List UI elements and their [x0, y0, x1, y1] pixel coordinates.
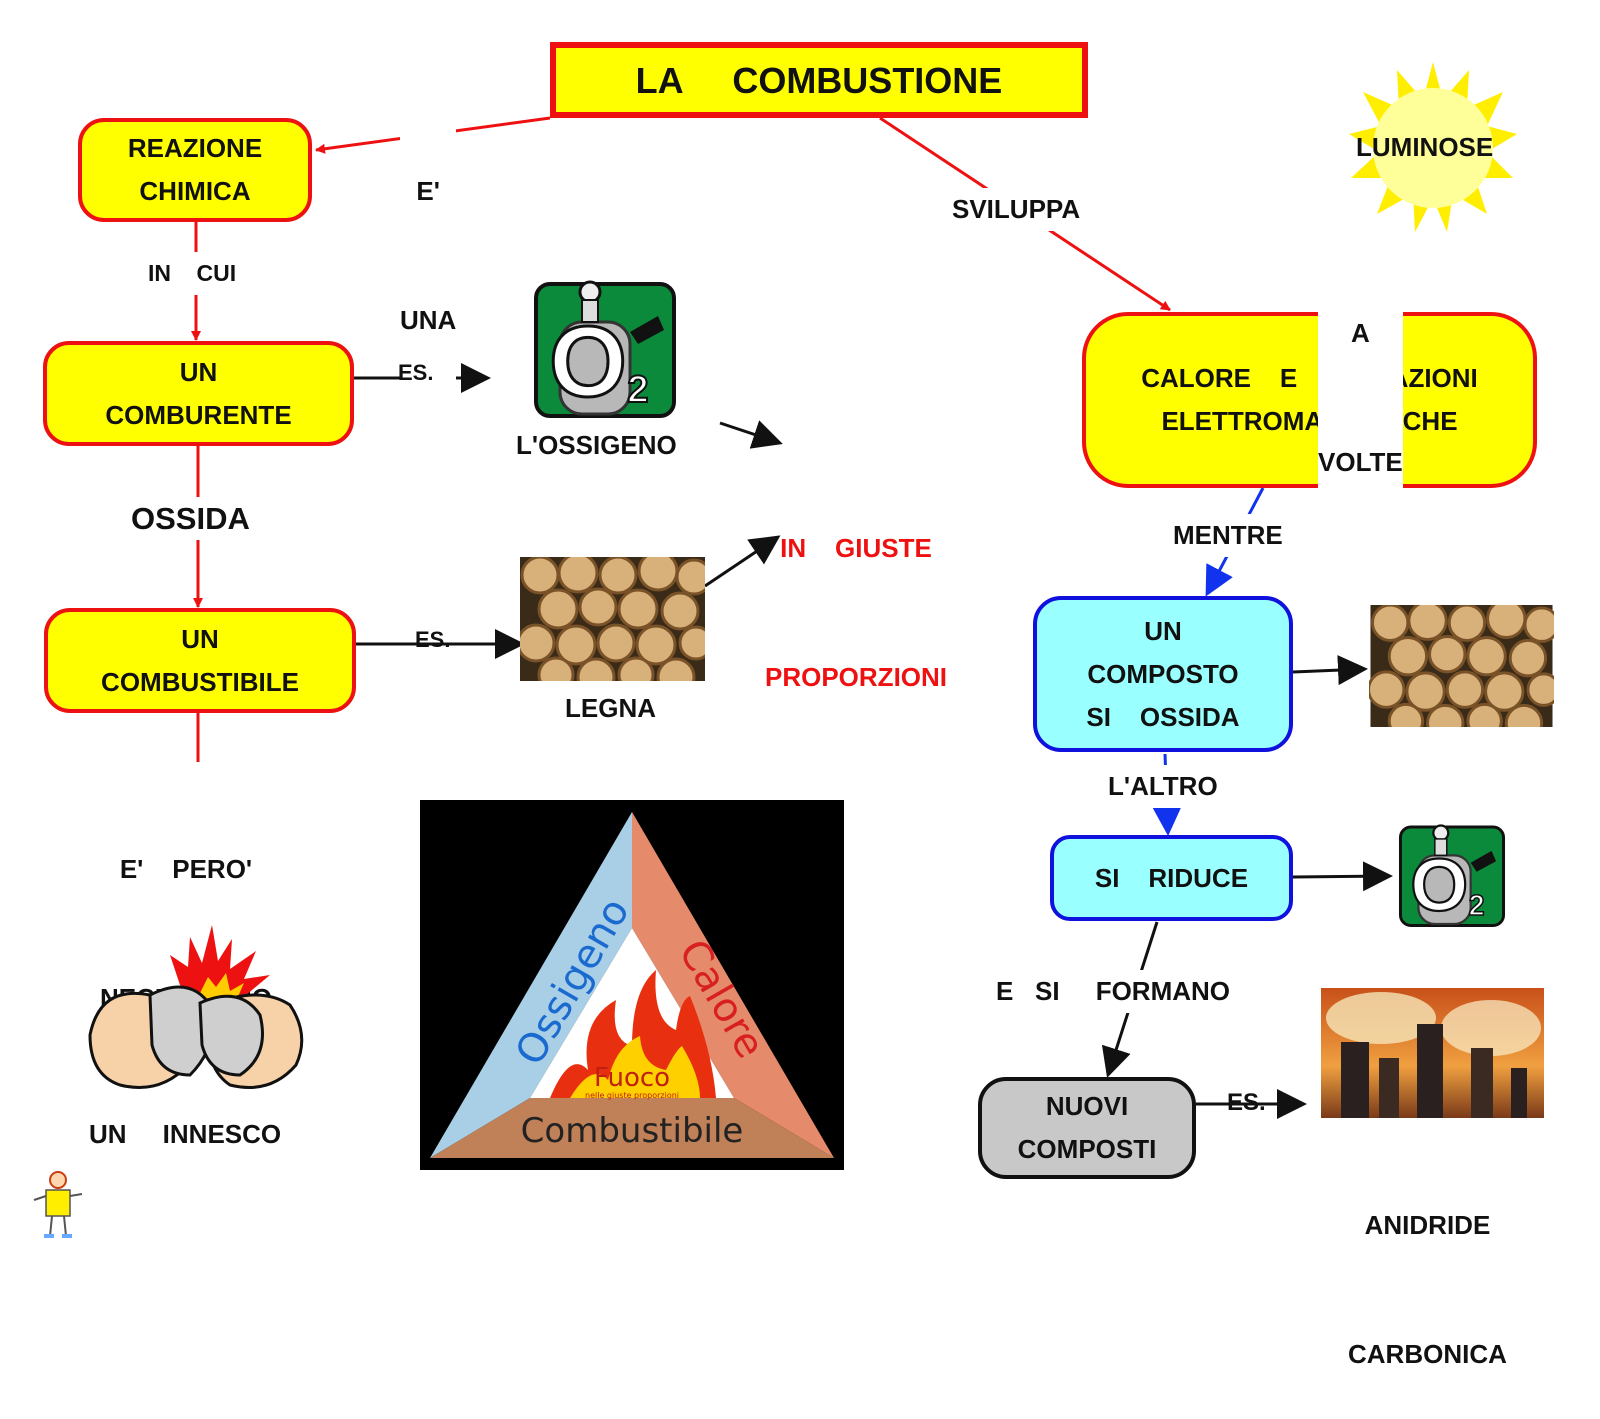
page-title: LA COMBUSTIONE — [635, 59, 1003, 101]
label-text: E' — [416, 176, 440, 206]
triangle-label-center: Fuoco — [594, 1063, 670, 1093]
node-combustibile: UN COMBUSTIBILE — [44, 608, 356, 713]
node-text: UN — [181, 623, 219, 654]
triangle-label-bottom: Combustibile — [521, 1111, 744, 1151]
label-sviluppa: SVILUPPA — [952, 188, 1081, 231]
label-text: E' PERO' — [119, 854, 253, 884]
sun-icon — [1349, 62, 1517, 232]
node-text: UN — [1144, 615, 1182, 646]
node-comburente: UN COMBURENTE — [43, 341, 354, 446]
label-text: VOLTE — [1318, 447, 1403, 477]
title-box: LA COMBUSTIONE — [550, 42, 1088, 118]
smokestacks-image — [1321, 988, 1544, 1118]
label-text: CARBONICA — [1348, 1339, 1507, 1369]
label-in-cui: IN CUI — [148, 252, 237, 295]
node-composto-ossida: UN COMPOSTO SI OSSIDA — [1033, 596, 1293, 752]
arrow-riduce-ossigeno — [1292, 861, 1393, 892]
innesco-fists-icon — [88, 925, 304, 1089]
node-text: COMPOSTO — [1087, 658, 1239, 689]
label-ossida: OSSIDA — [131, 497, 250, 540]
label-text: IN GIUSTE — [780, 533, 932, 563]
node-text: COMBUSTIBILE — [101, 666, 299, 697]
node-text: REAZIONE — [127, 133, 263, 163]
label-a-volte: A VOLTE — [1318, 226, 1403, 527]
svg-text:2: 2 — [1469, 890, 1485, 922]
caption-anidride-carbonica: ANIDRIDE CARBONICA — [1348, 1118, 1507, 1419]
triangle-fuel-side — [430, 1098, 834, 1158]
log-pile-image-right — [1369, 605, 1554, 727]
node-text: SI OSSIDA — [1086, 701, 1240, 732]
caption-luminose: LUMINOSE — [1356, 132, 1494, 162]
oxygen-cylinder-icon-small: O 2 — [1398, 824, 1506, 928]
label-laltro: L'ALTRO — [1108, 765, 1218, 808]
label-text: A — [1350, 318, 1370, 348]
node-text: CHIMICA — [139, 176, 251, 206]
label-es-nuovi: ES. — [1227, 1089, 1266, 1116]
caption-legna: LEGNA — [565, 693, 656, 723]
label-e-una: E' UNA — [400, 84, 457, 385]
node-text: NUOVI — [1045, 1091, 1129, 1121]
node-nuovi-composti: NUOVI COMPOSTI — [978, 1077, 1196, 1179]
node-calore-radiazioni: CALORE E RADIAZIONI ELETTROMAGNETICHE — [1082, 312, 1537, 488]
node-text: CALORE E RADIAZIONI — [1141, 363, 1478, 393]
fire-triangle-diagram: Ossigeno Calore Combustibile Fuoco nelle… — [420, 800, 844, 1170]
svg-text:2: 2 — [627, 369, 648, 411]
mascot-icon — [33, 1171, 83, 1238]
node-text: UN — [179, 356, 218, 387]
node-text: COMBURENTE — [105, 399, 292, 430]
triangle-oxygen-side — [430, 812, 632, 1158]
label-text: UNA — [400, 305, 457, 335]
log-pile-image — [520, 557, 705, 681]
node-text: COMPOSTI — [1017, 1134, 1157, 1164]
oxygen-cylinder-icon: O 2 — [534, 280, 676, 420]
label-giuste-proporzioni: IN GIUSTE PROPORZIONI — [765, 441, 947, 742]
caption-innesco: UN INNESCO — [89, 1119, 282, 1149]
node-si-riduce: SI RIDUCE — [1050, 835, 1293, 921]
svg-text:O: O — [549, 306, 627, 418]
node-text: SI RIDUCE — [1094, 862, 1249, 893]
label-es-combustibile: ES. — [415, 627, 451, 652]
arrow-ossigeno-proporzioni — [719, 420, 783, 449]
svg-text:O: O — [1410, 843, 1468, 927]
label-text: ANIDRIDE — [1364, 1210, 1491, 1240]
arrow-legna-proporzioni — [704, 535, 781, 588]
node-text: ELETTROMAGNETICHE — [1161, 406, 1458, 436]
triangle-heat-side — [632, 812, 834, 1158]
arrow-composto-legna — [1292, 655, 1368, 686]
label-es-comburente: ES. — [398, 360, 434, 385]
triangle-label-center-sub: nelle giuste proporzioni — [585, 1091, 679, 1100]
label-mentre: MENTRE — [1173, 514, 1283, 557]
caption-ossigeno: L'OSSIGENO — [516, 430, 677, 460]
sun-core — [1373, 88, 1493, 208]
node-reazione-chimica: REAZIONE CHIMICA — [78, 118, 312, 222]
label-formano: E SI FORMANO — [996, 970, 1231, 1013]
label-text: PROPORZIONI — [765, 662, 948, 692]
